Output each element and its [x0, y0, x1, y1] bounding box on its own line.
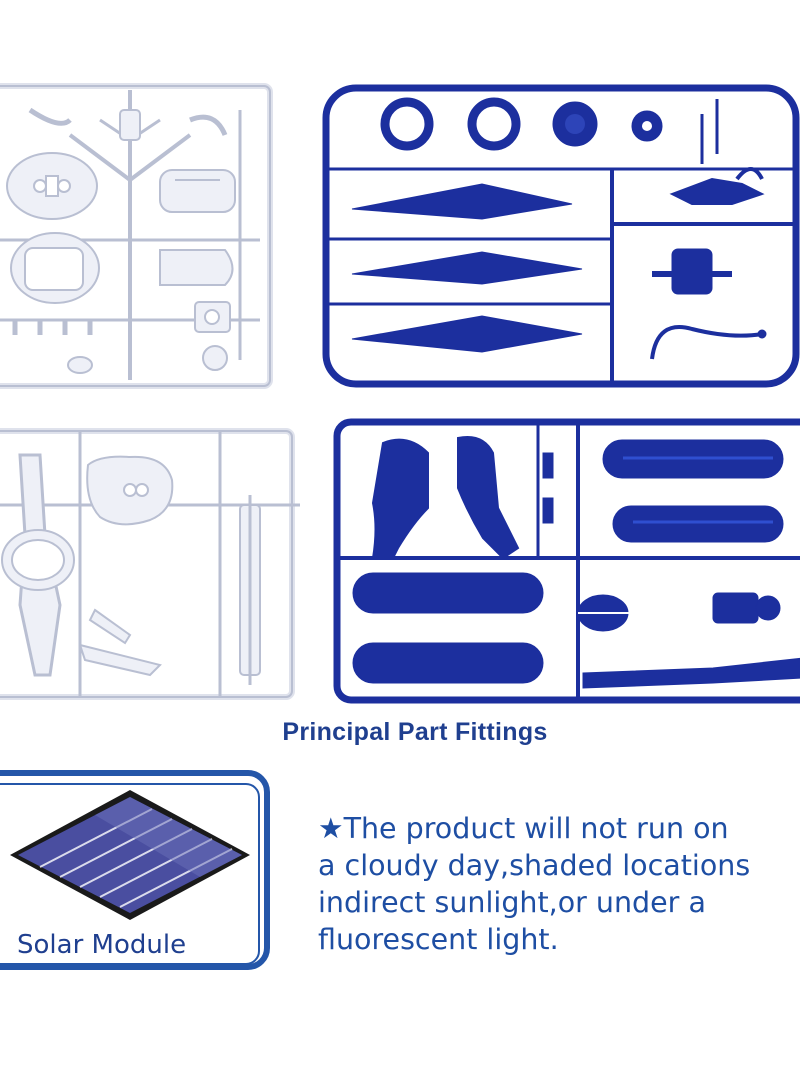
white-sprue-bottom [0, 428, 300, 700]
white-sprue-top [0, 83, 273, 389]
notice-line-3: indirect sunlight,or under a [318, 886, 706, 919]
sunlight-notice: ★The product will not run on a cloudy da… [318, 810, 800, 958]
blue-sprue-top [322, 84, 800, 388]
notice-line-4: fluorescent light. [318, 923, 559, 956]
notice-line-2: a cloudy day,shaded locations [318, 849, 751, 882]
solar-module-label: Solar Module [17, 930, 187, 960]
solar-panel-icon [10, 790, 250, 920]
solar-module-inner-frame [0, 783, 260, 965]
notice-line-1: The product will not run on [343, 812, 729, 845]
principal-part-fittings-caption: Principal Part Fittings [282, 718, 548, 746]
star-icon: ★ [318, 812, 344, 845]
blue-sprue-bottom [333, 418, 800, 704]
